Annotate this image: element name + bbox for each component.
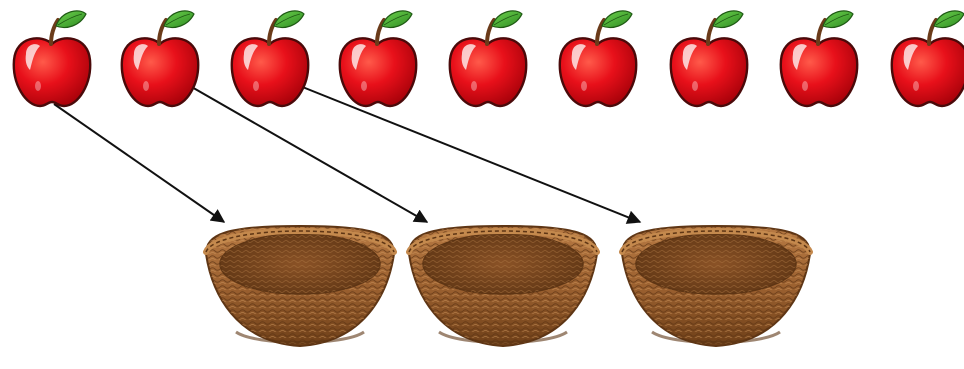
basket-icon [409, 226, 597, 346]
apple-icon [340, 11, 416, 106]
apple-icon [122, 11, 198, 106]
baskets-group [206, 226, 810, 346]
arrows-group [54, 86, 640, 222]
apple-icon [450, 11, 526, 106]
apple-icon [892, 11, 964, 106]
apples-group [14, 11, 964, 106]
basket-icon [622, 226, 810, 346]
basket-icon [206, 226, 394, 346]
apple-icon [560, 11, 636, 106]
arrow-apple-1-to-basket-1 [54, 104, 224, 222]
apple-icon [232, 11, 308, 106]
apple-icon [671, 11, 747, 106]
apple-icon [781, 11, 857, 106]
apple-icon [14, 11, 90, 106]
